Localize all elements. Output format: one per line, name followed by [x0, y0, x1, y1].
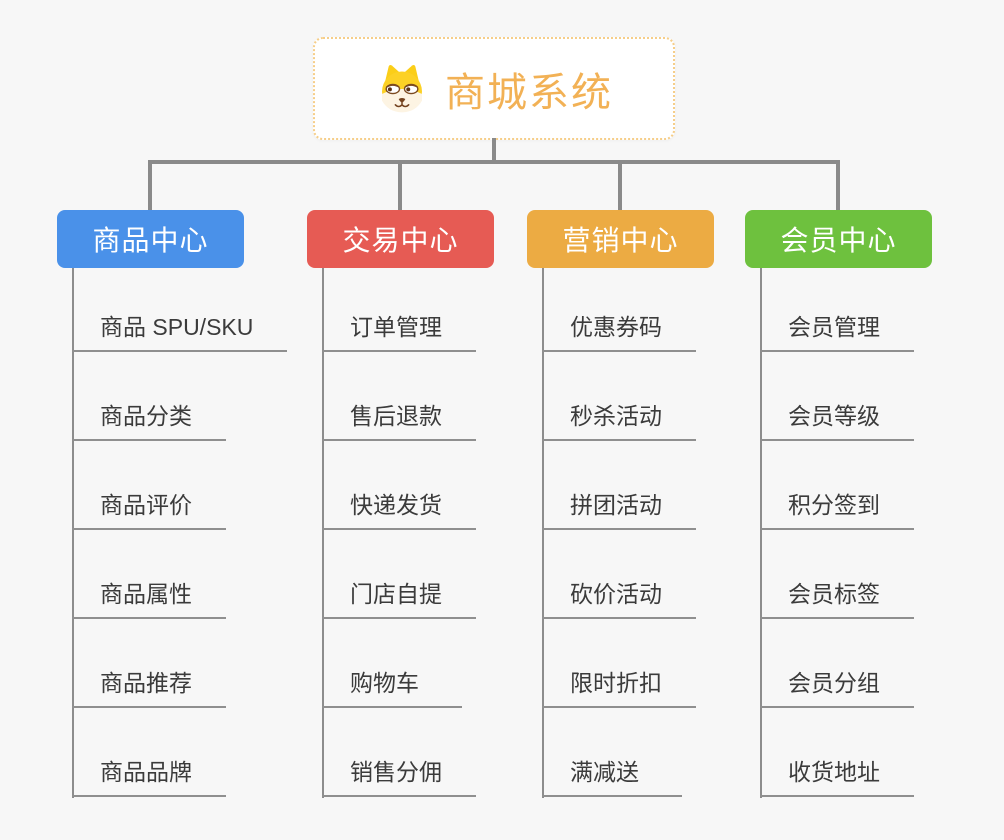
branch-goods-child-line — [72, 268, 74, 798]
child-node-goods-brand[interactable]: 商品品牌 — [72, 708, 226, 797]
branch-marketing: 营销中心 优惠券码 秒杀活动 拼团活动 砍价活动 限时折扣 满减送 — [527, 210, 714, 798]
branch-header-member[interactable]: 会员中心 — [745, 210, 932, 268]
branch-trade: 交易中心 订单管理 售后退款 快递发货 门店自提 购物车 销售分佣 — [307, 210, 494, 798]
branch-goods: 商品中心 商品 SPU/SKU 商品分类 商品评价 商品属性 商品推荐 商品品牌 — [57, 210, 288, 798]
branch-header-goods[interactable]: 商品中心 — [57, 210, 244, 268]
child-node-goods-attribute[interactable]: 商品属性 — [72, 530, 226, 619]
child-node-member-tag[interactable]: 会员标签 — [760, 530, 914, 619]
child-node-full-reduction[interactable]: 满减送 — [542, 708, 682, 797]
child-node-member-management[interactable]: 会员管理 — [760, 263, 914, 352]
child-node-group-buy[interactable]: 拼团活动 — [542, 441, 696, 530]
branch-goods-children: 商品 SPU/SKU 商品分类 商品评价 商品属性 商品推荐 商品品牌 — [72, 263, 288, 797]
child-node-shopping-cart[interactable]: 购物车 — [322, 619, 462, 708]
connector-root-stem — [492, 138, 496, 164]
connector-drop-marketing — [618, 160, 622, 210]
child-node-points-checkin[interactable]: 积分签到 — [760, 441, 914, 530]
branch-trade-children: 订单管理 售后退款 快递发货 门店自提 购物车 销售分佣 — [322, 263, 476, 797]
child-node-flash-sale[interactable]: 秒杀活动 — [542, 352, 696, 441]
connector-drop-member — [836, 160, 840, 210]
connector-drop-goods — [148, 160, 152, 210]
branch-trade-child-line — [322, 268, 324, 798]
root-title: 商城系统 — [445, 70, 613, 115]
branch-header-trade[interactable]: 交易中心 — [307, 210, 494, 268]
child-node-express-delivery[interactable]: 快递发货 — [322, 441, 476, 530]
child-node-store-pickup[interactable]: 门店自提 — [322, 530, 476, 619]
branch-member-child-line — [760, 268, 762, 798]
child-node-goods-review[interactable]: 商品评价 — [72, 441, 226, 530]
child-node-order-management[interactable]: 订单管理 — [322, 263, 476, 352]
root-node[interactable]: 商城系统 — [313, 37, 675, 140]
branch-header-marketing[interactable]: 营销中心 — [527, 210, 714, 268]
child-node-sales-commission[interactable]: 销售分佣 — [322, 708, 476, 797]
child-node-member-group[interactable]: 会员分组 — [760, 619, 914, 708]
child-node-goods-recommend[interactable]: 商品推荐 — [72, 619, 226, 708]
child-node-member-level[interactable]: 会员等级 — [760, 352, 914, 441]
connector-rail — [148, 160, 840, 164]
branch-member: 会员中心 会员管理 会员等级 积分签到 会员标签 会员分组 收货地址 — [745, 210, 932, 798]
connector-drop-trade — [398, 160, 402, 210]
child-node-bargain[interactable]: 砍价活动 — [542, 530, 696, 619]
child-node-shipping-address[interactable]: 收货地址 — [760, 708, 914, 797]
branch-marketing-children: 优惠券码 秒杀活动 拼团活动 砍价活动 限时折扣 满减送 — [542, 263, 696, 797]
branch-marketing-child-line — [542, 268, 544, 798]
child-node-limited-time-discount[interactable]: 限时折扣 — [542, 619, 696, 708]
child-node-goods-category[interactable]: 商品分类 — [72, 352, 226, 441]
child-node-goods-spu-sku[interactable]: 商品 SPU/SKU — [72, 263, 288, 352]
branch-member-children: 会员管理 会员等级 积分签到 会员标签 会员分组 收货地址 — [760, 263, 914, 797]
dog-face-icon — [375, 64, 429, 114]
child-node-coupon-code[interactable]: 优惠券码 — [542, 263, 696, 352]
child-node-after-sale-refund[interactable]: 售后退款 — [322, 352, 476, 441]
